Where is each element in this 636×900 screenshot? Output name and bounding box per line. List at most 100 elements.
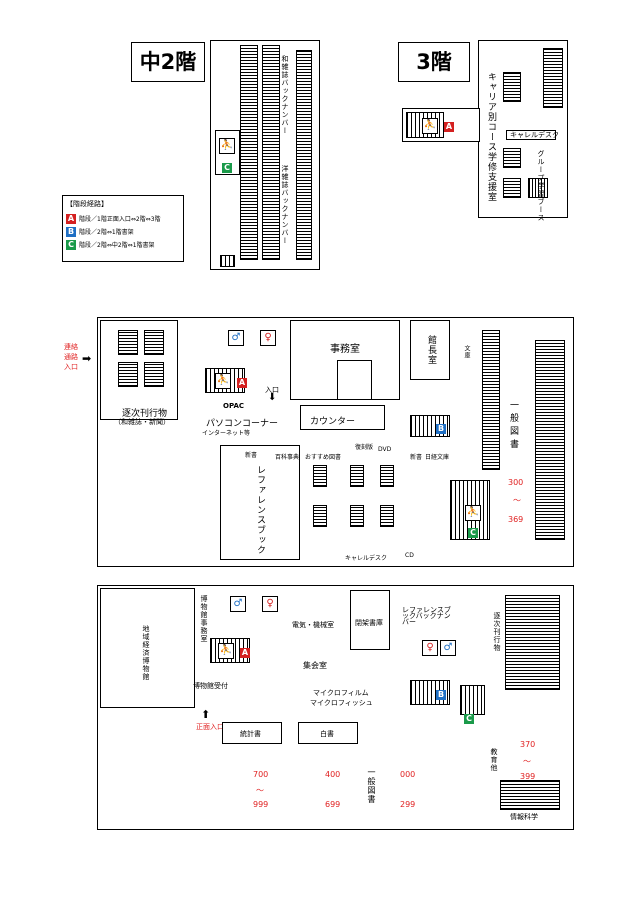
2f-periodicals-shelf-1 bbox=[118, 330, 138, 355]
1f-microfiche: マイクロフィッシュ bbox=[310, 699, 373, 707]
mezzanine-shelves-right bbox=[296, 50, 312, 260]
1f-r4-top: 370 bbox=[520, 740, 536, 749]
2f-encyclopedia: 百科事典 bbox=[275, 454, 300, 461]
1f-museum-label: 地域経済博物館 bbox=[142, 625, 150, 681]
wc-male-icon-2f: ♂ bbox=[228, 330, 244, 346]
2f-mid-shelf-4 bbox=[313, 505, 327, 527]
2f-range-bottom: 369 bbox=[508, 515, 524, 524]
2f-periodicals-sub: （和雑誌・新聞） bbox=[114, 418, 170, 426]
2f-right-shelves-1 bbox=[482, 330, 500, 470]
1f-right-shelves bbox=[505, 595, 560, 690]
stair-b-icon-1f: B bbox=[436, 690, 446, 700]
3f-carrel-desk-label: キャレルデスク bbox=[510, 131, 559, 139]
2f-periodicals-area bbox=[100, 320, 178, 420]
legend-row-a: A 階段／1階正面入口⇔2階⇔3階 bbox=[63, 212, 183, 225]
stair-c-icon-2f: C bbox=[468, 528, 478, 538]
wc-female-icon-2f: ♀ bbox=[260, 330, 276, 346]
2f-link-entrance: 連絡通路入口 bbox=[64, 343, 78, 371]
wc-female-icon-1f-b: ♀ bbox=[422, 640, 438, 656]
2f-office-label: 事務室 bbox=[330, 344, 360, 355]
2f-internet-label: インターネット等 bbox=[202, 430, 251, 437]
1f-r1-tilde: 〜 bbox=[256, 786, 264, 795]
2f-reprint: 復刻版 bbox=[355, 444, 374, 451]
2f-range-top: 300 bbox=[508, 478, 524, 487]
1f-r2-top: 400 bbox=[325, 770, 341, 779]
legend-title: 【階段経路】 bbox=[66, 200, 108, 208]
2f-general-books: 一般図書 bbox=[508, 400, 518, 452]
1f-mech-room: 電気・機械室 bbox=[292, 621, 334, 629]
1f-r2-bottom: 699 bbox=[325, 800, 341, 809]
1f-closed-stack-room bbox=[350, 590, 390, 650]
2f-mid-shelf-2 bbox=[350, 465, 364, 487]
3f-shelf-3 bbox=[503, 178, 521, 198]
stair-b-icon-2f: B bbox=[436, 424, 446, 434]
legend-row-c: C 階段／2階⇔中2階⇔1階書架 bbox=[63, 238, 183, 251]
2f-range-tilde: 〜 bbox=[513, 496, 521, 505]
mezzanine-shelves-mid bbox=[262, 45, 280, 260]
1f-whitepaper-label: 白書 bbox=[320, 730, 334, 738]
1f-statistics-shelf bbox=[222, 722, 282, 744]
2f-reference-label: レファレンスブック bbox=[255, 465, 265, 555]
1f-r1-top: 700 bbox=[253, 770, 269, 779]
2f-entrance-label: 入口 bbox=[265, 386, 279, 394]
floor-label-3f: 3階 bbox=[398, 42, 470, 82]
2f-pc-corner-label: パソコンコーナー bbox=[206, 419, 279, 429]
2f-link-arrow-icon: ➡ bbox=[82, 352, 92, 365]
2f-mid-shelf-3 bbox=[380, 465, 394, 487]
stair-c-icon-mezzanine: C bbox=[222, 163, 232, 173]
1f-closed-stack: 閉架書庫 bbox=[355, 619, 383, 627]
1f-r4-tilde: 〜 bbox=[523, 757, 531, 766]
2f-cd: CD bbox=[405, 552, 414, 559]
3f-shelf-1 bbox=[503, 72, 521, 102]
3f-career-study-room: キャリア別コース学修支援室 bbox=[486, 72, 496, 202]
stair-person-icon-3f: ⛹ bbox=[422, 118, 438, 134]
2f-counter-label: カウンター bbox=[310, 417, 356, 427]
2f-periodicals-shelf-2 bbox=[144, 330, 164, 355]
3f-carrel-desk bbox=[506, 130, 556, 140]
2f-carrel-desk: キャレルデスク bbox=[345, 555, 388, 562]
stair-b-icon: B bbox=[66, 226, 76, 237]
wc-female-icon-1f: ♀ bbox=[262, 596, 278, 612]
2f-shinsho: 新書 bbox=[410, 454, 423, 461]
mezzanine-foreign-journal-backnumbers: 洋雑誌バックナンバー bbox=[281, 165, 289, 245]
1f-entrance-arrow-icon: ⬆ bbox=[201, 708, 211, 721]
1f-r3-top: 000 bbox=[400, 770, 416, 779]
1f-bottom-right-shelves bbox=[500, 780, 560, 810]
stair-person-icon-1f: ⛹ bbox=[218, 643, 234, 659]
2f-right-shelves-2 bbox=[535, 340, 565, 540]
2f-mid-shelf-5 bbox=[350, 505, 364, 527]
legend-text-a: 階段／1階正面入口⇔2階⇔3階 bbox=[79, 216, 161, 223]
legend-text-c: 階段／2階⇔中2階⇔1階書架 bbox=[79, 242, 155, 249]
2f-periodicals-label: 逐次刊行物 bbox=[122, 409, 168, 419]
1f-education: 教育他 bbox=[490, 748, 498, 772]
2f-periodicals-shelf-4 bbox=[144, 362, 164, 387]
stair-a-icon-1f: A bbox=[240, 648, 250, 658]
1f-r4-bottom: 399 bbox=[520, 772, 536, 781]
1f-periodicals: 逐次刊行物 bbox=[493, 612, 501, 652]
2f-director-room-label: 館長室 bbox=[426, 335, 436, 365]
stair-a-icon-3f: A bbox=[444, 122, 454, 132]
2f-reference-area bbox=[220, 445, 300, 560]
wc-male-icon-1f: ♂ bbox=[230, 596, 246, 612]
1f-stair-c bbox=[460, 685, 485, 715]
1f-museum bbox=[100, 588, 195, 708]
stair-route-legend: 【階段経路】 A 階段／1階正面入口⇔2階⇔3階 B 階段／2階⇔1階書架 C … bbox=[62, 195, 184, 262]
stair-person-icon-2f: ⛹ bbox=[215, 373, 231, 389]
3f-group-booth: グループ学習ブース bbox=[537, 150, 545, 222]
mezzanine-japanese-journal-backnumbers: 和雑誌バックナンバー bbox=[281, 55, 289, 135]
stair-person-icon: ⛹ bbox=[219, 138, 235, 154]
stair-c-icon-1f: C bbox=[464, 714, 474, 724]
2f-mid-shelf-6 bbox=[380, 505, 394, 527]
1f-microfilm: マイクロフィルム bbox=[313, 689, 369, 697]
3f-shelf-2 bbox=[503, 148, 521, 168]
2f-new-books: 新書 bbox=[245, 452, 258, 459]
1f-r3-bottom: 299 bbox=[400, 800, 416, 809]
stair-a-icon: A bbox=[66, 213, 76, 224]
1f-general-books: 一般図書 bbox=[367, 768, 376, 804]
1f-museum-office: 博物館事務室 bbox=[200, 595, 208, 643]
stair-person-icon-2f-c: ⛹ bbox=[465, 505, 481, 521]
stair-a-icon-2f: A bbox=[237, 378, 247, 388]
1f-reference-backnumbers: レファレンスブックバックナンバー bbox=[402, 606, 451, 626]
2f-nikkei-bunko: 日経文庫 bbox=[425, 454, 450, 461]
floor-label-mezzanine: 中2階 bbox=[131, 42, 205, 82]
